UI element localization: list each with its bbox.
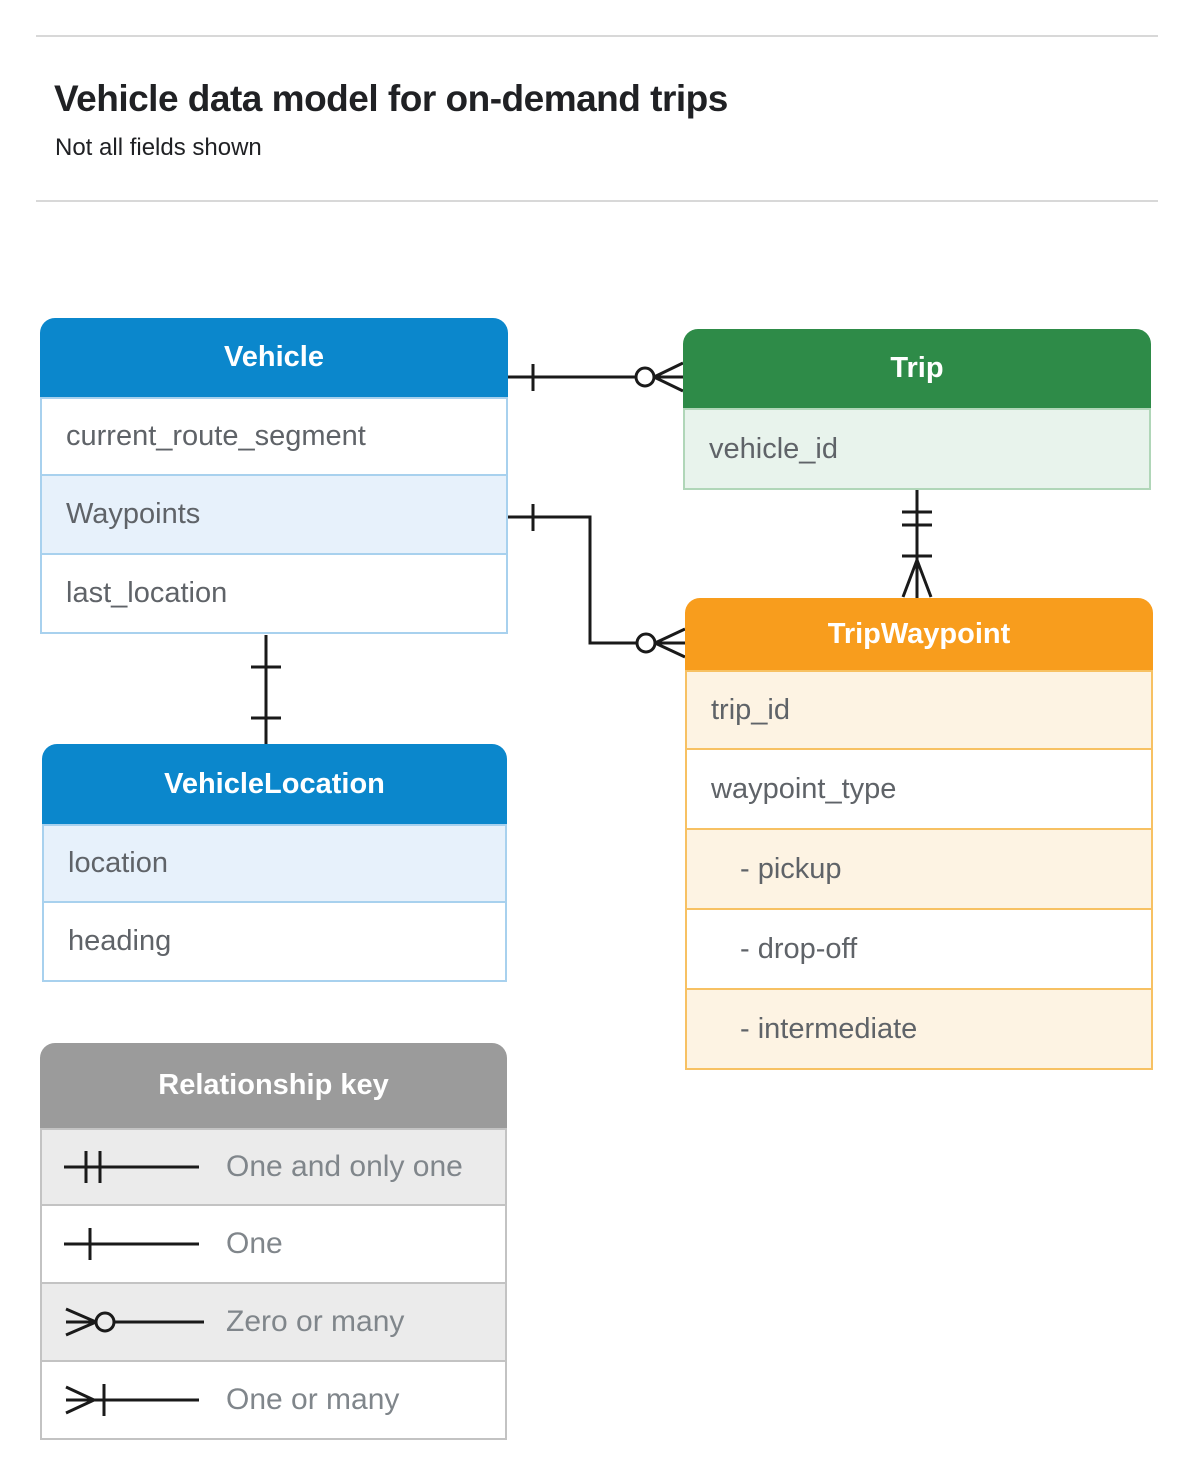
- vehicle-table: Vehicle current_route_segment Waypoints …: [40, 318, 508, 634]
- field-row: - drop-off: [685, 910, 1153, 990]
- page-subtitle: Not all fields shown: [55, 134, 262, 161]
- tripwaypoint-table: TripWaypoint trip_id waypoint_type - pic…: [685, 598, 1153, 1070]
- page-title: Vehicle data model for on-demand trips: [54, 78, 728, 119]
- legend-label: One: [226, 1227, 283, 1260]
- vehicle-trip-connector: [508, 361, 684, 393]
- legend-label: One and only one: [226, 1150, 463, 1183]
- vehicle-table-header: Vehicle: [40, 318, 508, 397]
- tripwaypoint-table-header: TripWaypoint: [685, 598, 1153, 670]
- trip-tripwaypoint-connector: [901, 490, 933, 598]
- legend-row: One and only one: [40, 1128, 507, 1206]
- field-row: - intermediate: [685, 990, 1153, 1070]
- field-row: Waypoints: [40, 476, 508, 555]
- one-or-many-icon: [65, 1384, 199, 1416]
- field-row: waypoint_type: [685, 750, 1153, 830]
- trip-table-header: Trip: [683, 329, 1151, 408]
- field-row: trip_id: [685, 670, 1153, 750]
- relationship-key-header: Relationship key: [40, 1043, 507, 1128]
- header-divider: [36, 200, 1158, 202]
- field-row: - pickup: [685, 830, 1153, 910]
- zero-or-many-icon: [65, 1307, 204, 1337]
- legend-label: Zero or many: [226, 1305, 405, 1338]
- legend-row: Zero or many: [40, 1284, 507, 1362]
- legend-row: One or many: [40, 1362, 507, 1440]
- top-divider: [36, 35, 1158, 37]
- one-icon: [64, 1228, 199, 1260]
- legend-label: One or many: [226, 1383, 400, 1416]
- relationship-key: Relationship key One and only one One Ze…: [40, 1043, 507, 1440]
- field-row: location: [42, 824, 507, 903]
- field-row: heading: [42, 903, 507, 982]
- vehiclelocation-table-header: VehicleLocation: [42, 744, 507, 824]
- field-row: last_location: [40, 555, 508, 634]
- field-row: current_route_segment: [40, 397, 508, 476]
- trip-table: Trip vehicle_id: [683, 329, 1151, 490]
- vehicle-vehiclelocation-connector: [251, 635, 281, 744]
- one-and-only-one-icon: [64, 1151, 199, 1183]
- waypoints-tripwaypoint-connector: [508, 504, 686, 659]
- legend-row: One: [40, 1206, 507, 1284]
- field-row: vehicle_id: [683, 408, 1151, 490]
- vehiclelocation-table: VehicleLocation location heading: [42, 744, 507, 982]
